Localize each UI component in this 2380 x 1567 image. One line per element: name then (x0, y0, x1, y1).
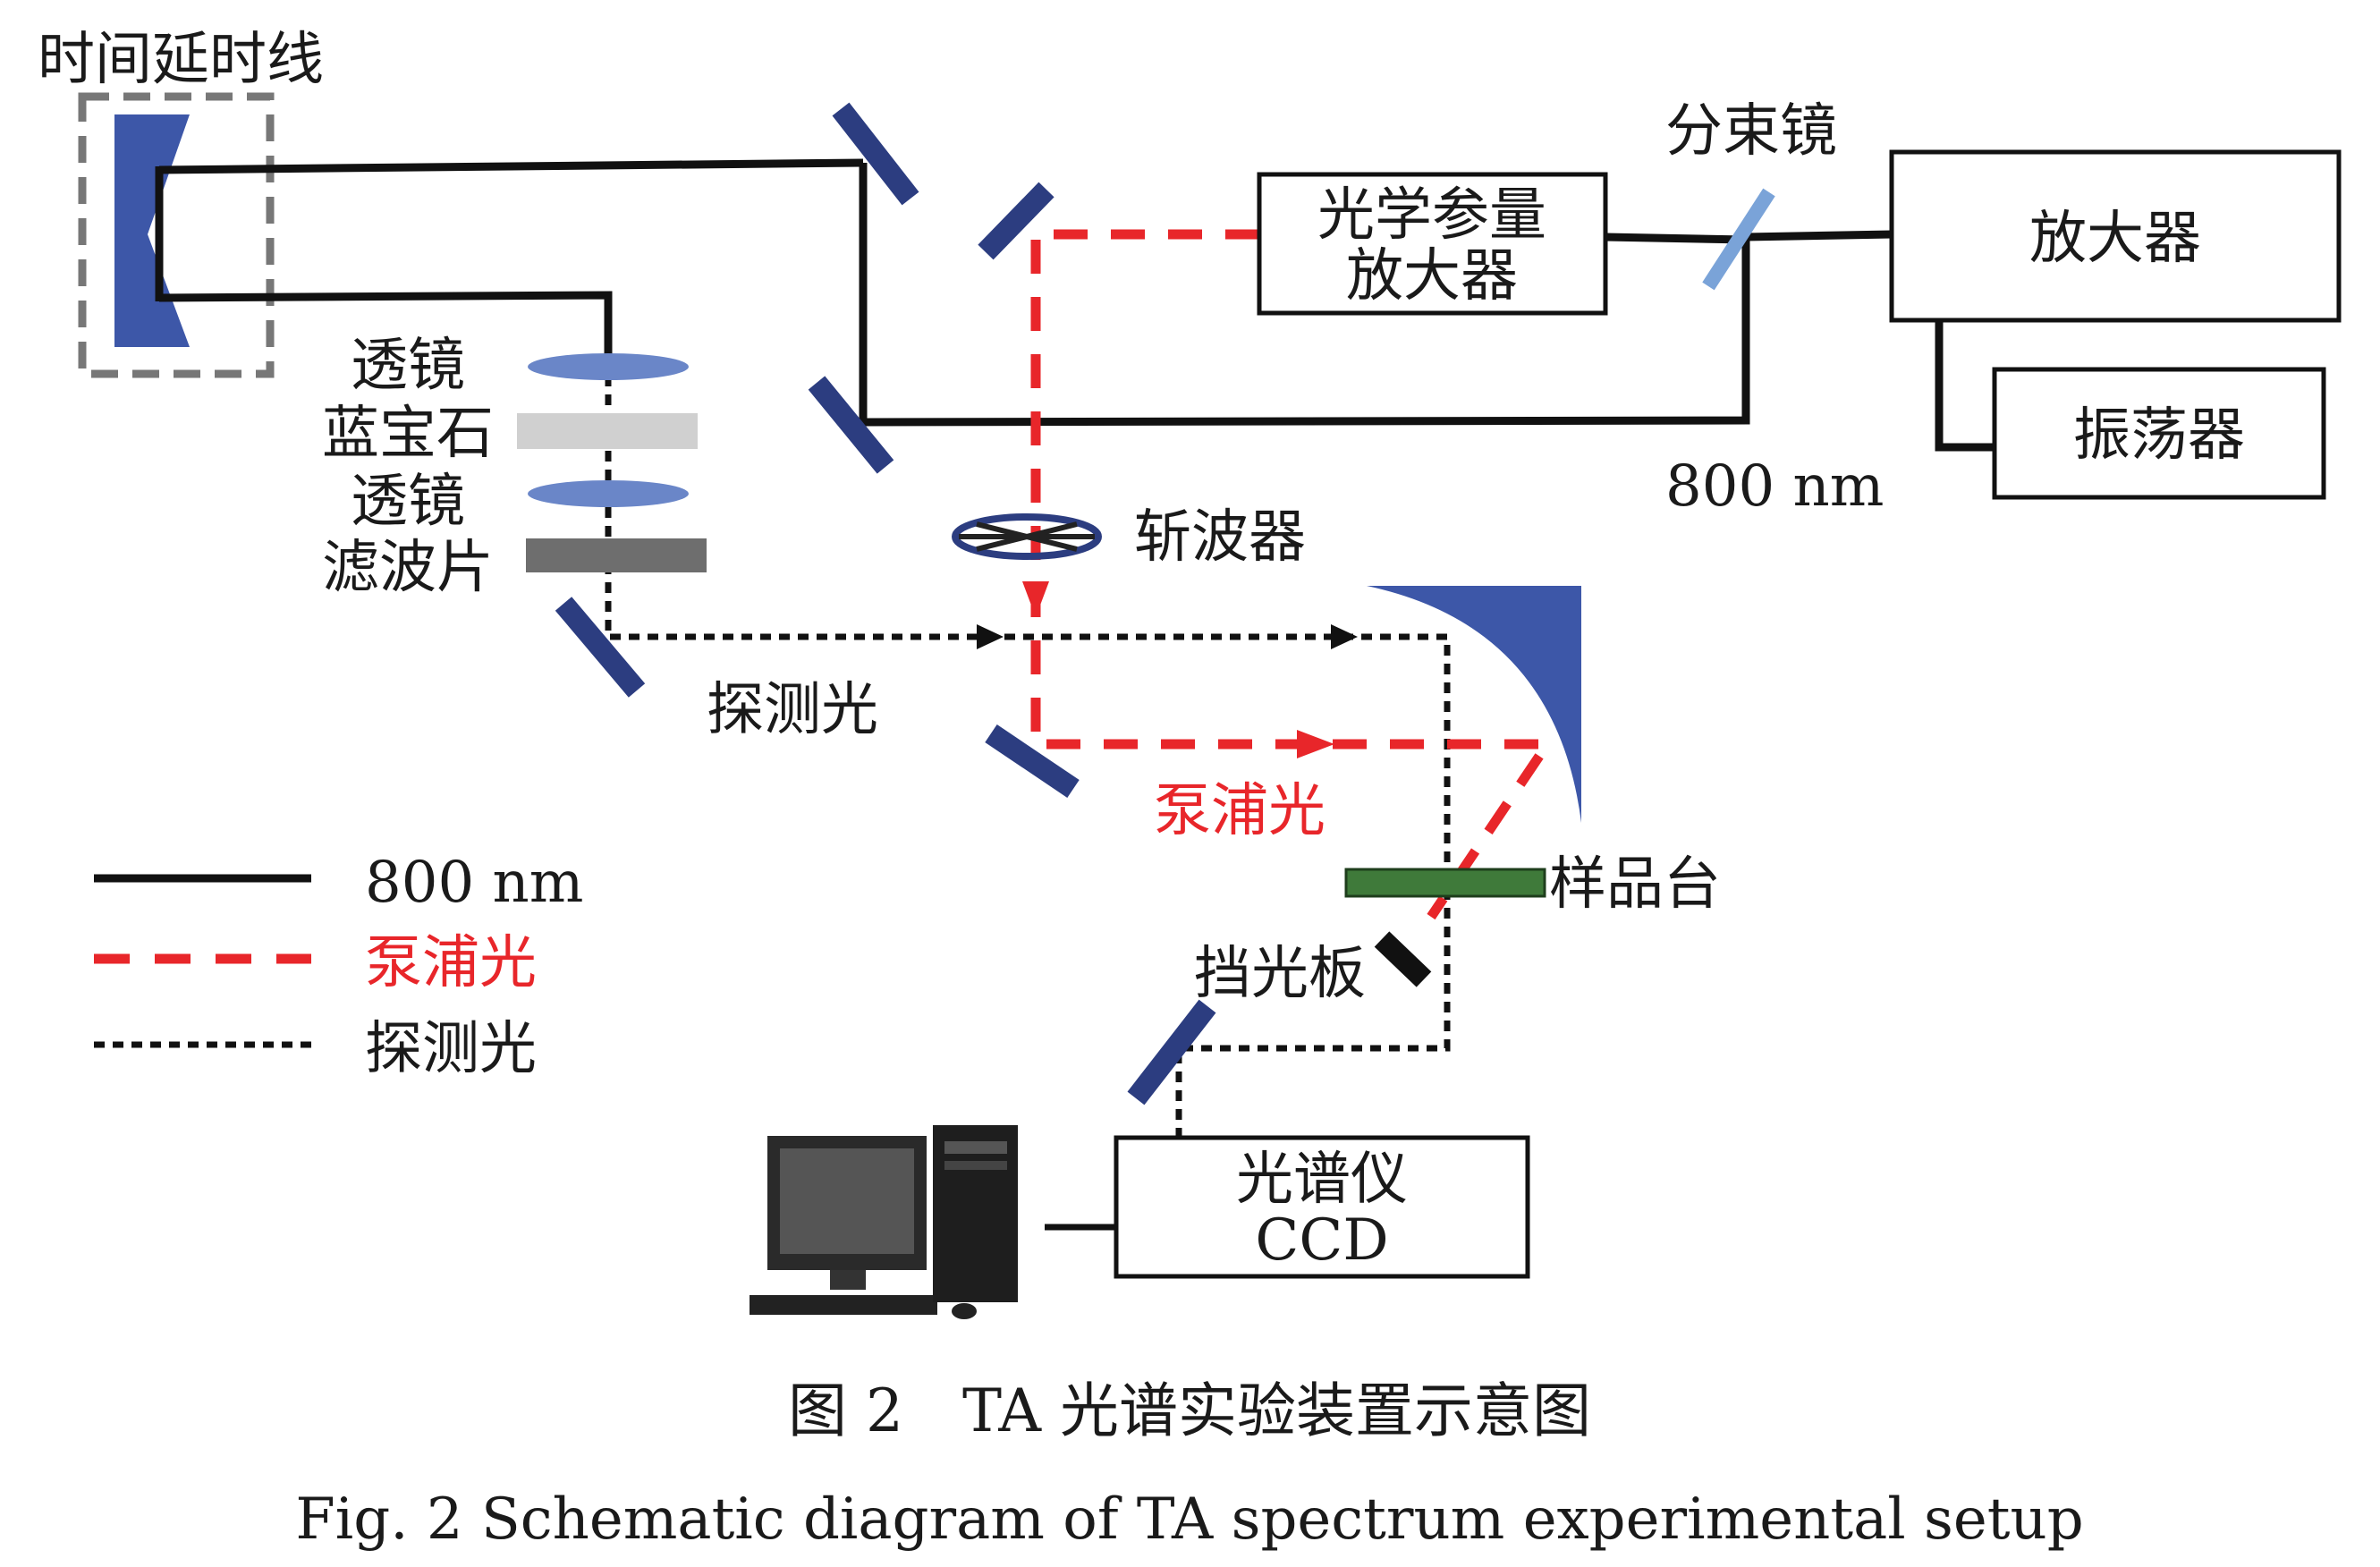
label-lens-1: 透镜 (351, 333, 465, 399)
label-800nm: 800 nm (1665, 453, 1884, 520)
opa-box (1257, 172, 1608, 316)
label-filter: 滤波片 (322, 535, 494, 601)
legend-label-pump: 泵浦光 (365, 930, 537, 996)
chopper (952, 513, 1102, 560)
mirror-top (832, 102, 919, 206)
mirrors (555, 102, 1216, 1105)
label-lens-2: 透镜 (351, 469, 465, 535)
caption-zh: 图 2 TA 光谱实验装置示意图 (788, 1376, 1591, 1445)
label-opa-1: 光学参量 (1317, 182, 1546, 249)
pump-arrow-2 (1297, 730, 1334, 758)
filter (526, 538, 707, 572)
label-spectrometer-1: 光谱仪 (1236, 1147, 1408, 1213)
pump-arrow-1 (1022, 581, 1049, 617)
beam-800-splitter-amp (1745, 230, 1893, 241)
label-beam-splitter: 分束镜 (1665, 98, 1837, 165)
lens-2 (528, 480, 689, 507)
chopper-ring (952, 513, 1102, 560)
delay-line (78, 92, 275, 378)
beam-800-upper (158, 158, 864, 174)
label-sample-stage: 样品台 (1549, 851, 1721, 918)
legend: 800 nm 泵浦光 探测光 (94, 850, 583, 1082)
label-opa-2: 放大器 (1346, 243, 1518, 309)
parabolic-mirror (1367, 586, 1581, 823)
caption-en: Fig. 2 Schematic diagram of TA spectrum … (295, 1487, 2083, 1553)
mirror-pump (985, 724, 1080, 798)
label-oscillator: 振荡器 (2073, 402, 2245, 469)
label-spectrometer-2: CCD (1255, 1207, 1388, 1274)
keyboard (750, 1295, 937, 1315)
beam-800-lower (158, 291, 613, 376)
label-delay-line: 时间延时线 (38, 27, 324, 93)
label-probe: 探测光 (707, 677, 878, 743)
pc-drive-1 (944, 1141, 1007, 1154)
mirror-lower-left (808, 376, 894, 474)
probe-path (605, 376, 1451, 1138)
monitor-stand (830, 1270, 866, 1290)
pc-drive-2 (944, 1161, 1007, 1170)
amplifier-box (1889, 149, 2342, 323)
mirror-spectrometer (1127, 999, 1216, 1105)
lens-1 (528, 353, 689, 380)
monitor-screen (780, 1148, 914, 1254)
sapphire (517, 413, 698, 449)
mirror-opa (978, 182, 1054, 260)
beam-block (1374, 931, 1432, 987)
label-pump: 泵浦光 (1154, 778, 1326, 844)
beam-800-right (859, 163, 1750, 427)
legend-label-probe: 探测光 (365, 1016, 537, 1082)
amp-osc-link (1935, 320, 1995, 452)
sample-stage (1344, 868, 1546, 898)
spectrometer-box (1114, 1135, 1530, 1279)
label-beam-block: 挡光板 (1194, 941, 1366, 1007)
computer (750, 1125, 1116, 1319)
mouse (952, 1303, 977, 1319)
oscillator-box (1992, 367, 2326, 500)
pc-tower (933, 1125, 1018, 1302)
beam-splitter (1702, 188, 1775, 291)
chopper-spoke-3 (976, 521, 1078, 552)
beam-800nm (155, 158, 1995, 452)
retroreflector (114, 114, 190, 347)
probe-arrow-2 (1331, 624, 1358, 649)
probe-line-main (605, 376, 1451, 1138)
mirror-probe (555, 597, 646, 698)
delay-line-frame (78, 92, 275, 378)
label-amplifier: 放大器 (2029, 206, 2201, 272)
beam-800-to-opa (1605, 233, 1747, 244)
legend-label-800nm: 800 nm (365, 850, 583, 916)
probe-arrow-1 (977, 624, 1004, 649)
label-chopper: 斩波器 (1134, 504, 1306, 571)
label-sapphire: 蓝宝石 (322, 401, 494, 467)
